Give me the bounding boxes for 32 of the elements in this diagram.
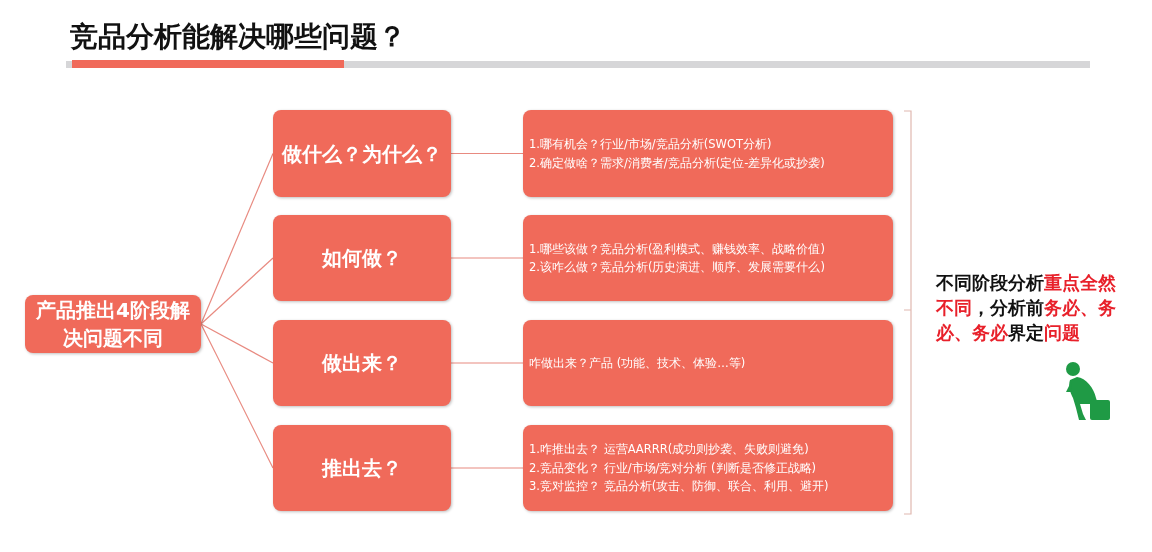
box-title: 如何做？ <box>322 245 402 272</box>
title: 竞品分析能解决哪些问题？ <box>70 19 406 55</box>
stage-box <box>273 215 451 301</box>
box-title: 推出去？ <box>322 455 402 482</box>
detail-line: 2.确定做啥？需求/消费者/竞品分析(定位-差异化或抄袭) <box>529 154 825 172</box>
detail-line: 1.哪些该做？竞品分析(盈利模式、赚钱效率、战略价值) <box>529 240 825 258</box>
connector-line <box>450 152 524 155</box>
detail-line: 1.咋推出去？ 运营AARRR(成功则抄袭、失败则避免) <box>529 441 809 459</box>
connector-line <box>200 152 274 325</box>
detail-line: 咋做出来？产品 (功能、技术、体验…等) <box>529 354 746 372</box>
box-title: 产品推出4阶段解决问题不同 <box>35 297 191 352</box>
stage-box <box>273 425 451 511</box>
connector-line <box>200 323 274 469</box>
detail-box <box>523 320 893 406</box>
connector-line <box>200 257 274 325</box>
box-title: 做出来？ <box>322 350 402 377</box>
box-title: 做什么？为什么？ <box>282 140 442 168</box>
stage-box <box>273 320 451 406</box>
detail-line: 1.哪有机会？行业/市场/竞品分析(SWOT分析) <box>529 136 772 154</box>
detail-line: 3.竞对监控？ 竞品分析(攻击、防御、联合、利用、避开) <box>529 478 829 496</box>
stage-box <box>273 110 451 197</box>
detail-box <box>523 215 893 301</box>
connector-line <box>450 467 524 469</box>
connector-line <box>450 257 524 259</box>
connector-line <box>450 362 524 364</box>
detail-box <box>523 425 893 511</box>
detail-box <box>523 110 893 197</box>
detail-line: 2.该咋么做？竞品分析(历史演进、顺序、发展需要什么) <box>529 259 825 276</box>
root-box <box>25 295 201 353</box>
note-text: 不同阶段分析重点全然不同，分析前务必、务必、务必界定问题 <box>936 271 1117 346</box>
connector-line <box>200 323 274 364</box>
detail-line: 2.竞品变化？ 行业/市场/竞对分析 (判断是否修正战略) <box>529 459 816 477</box>
